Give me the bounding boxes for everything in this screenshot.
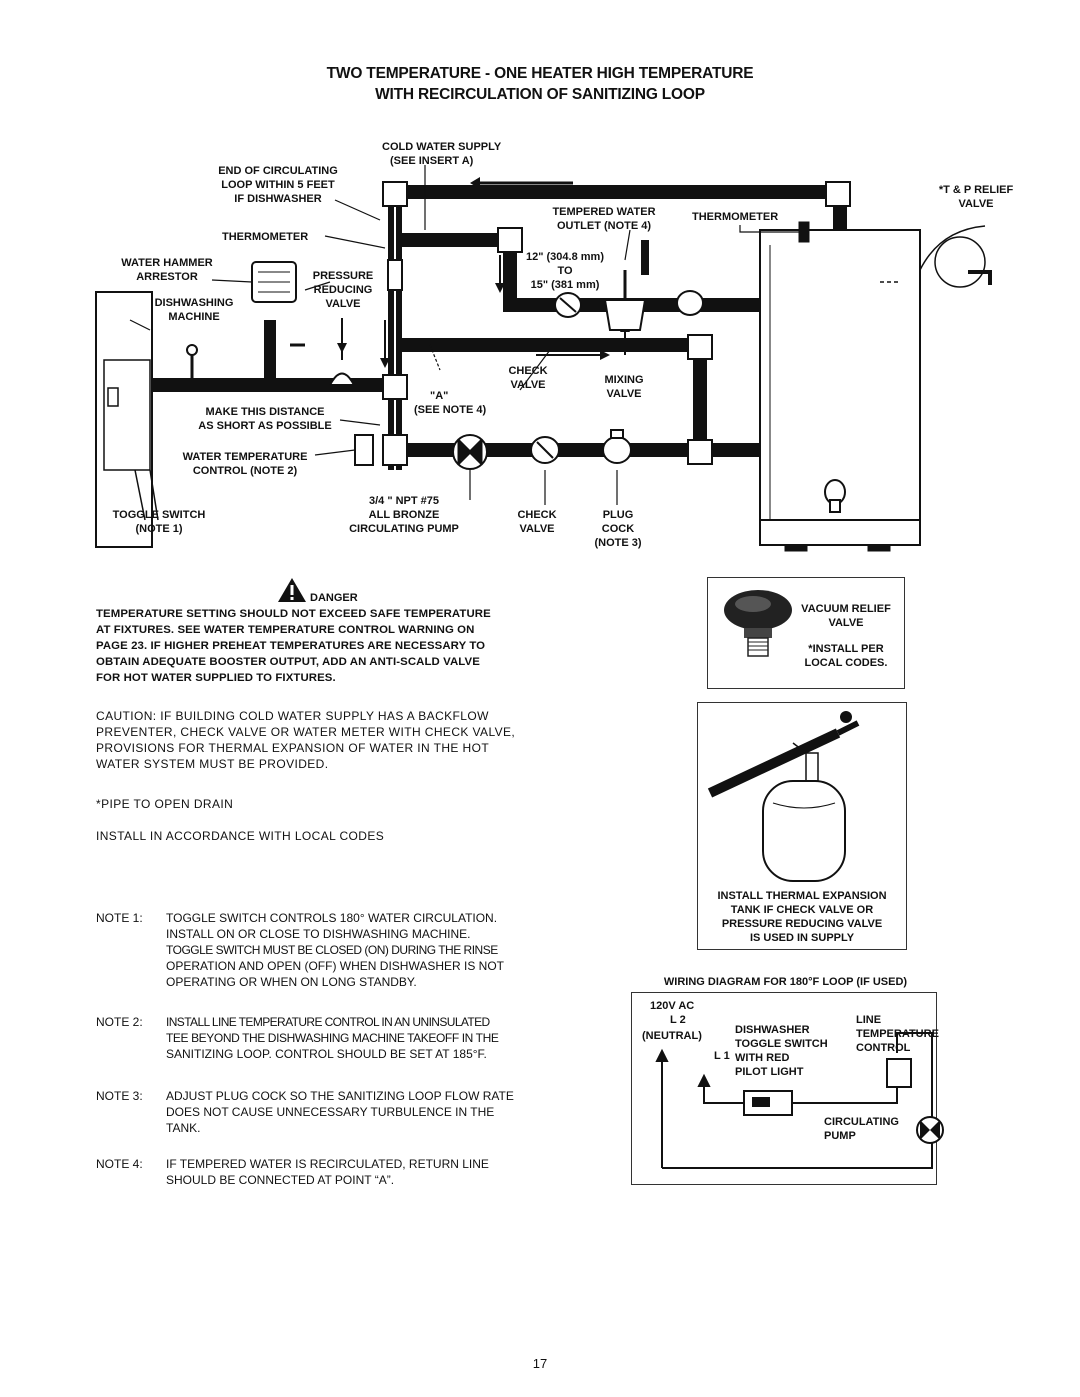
pressure-reducing-valve-label: PRESSURE REDUCING VALVE xyxy=(312,270,374,310)
vacuum-relief-label: VACUUM RELIEF VALVE xyxy=(801,603,891,629)
note-4: NOTE 4: IF TEMPERED WATER IS RECIRCULATE… xyxy=(96,1157,489,1187)
pipe-dimension-label: 12" (304.8 mm) TO 15" (381 mm) xyxy=(526,251,604,291)
point-a-label: "A" xyxy=(430,390,449,402)
wiring-lines xyxy=(655,1032,944,1169)
vacuum-relief-insert: VACUUM RELIEF VALVE *INSTALL PER LOCAL C… xyxy=(707,577,905,689)
danger-icon xyxy=(278,578,306,602)
wiring-neutral-label: (NEUTRAL) xyxy=(642,1030,702,1042)
caution-text: CAUTION: IF BUILDING COLD WATER SUPPLY H… xyxy=(96,709,516,771)
pipe-drain-note: *PIPE TO OPEN DRAIN xyxy=(96,797,234,811)
wiring-pump-label: CIRCULATING PUMP xyxy=(824,1116,899,1142)
plumbing-diagram xyxy=(95,165,992,552)
toggle-switch-label: TOGGLE SWITCH (NOTE 1) xyxy=(112,509,206,535)
wiring-l2-label: L 2 xyxy=(670,1014,686,1026)
see-note-4-label: (SEE NOTE 4) xyxy=(414,404,487,416)
expansion-tank-icon xyxy=(707,711,860,882)
cold-water-supply-label: COLD WATER SUPPLY xyxy=(382,141,502,153)
water-temperature-control-label: WATER TEMPERATURE CONTROL (NOTE 2) xyxy=(182,451,308,477)
tp-relief-valve-label: *T & P RELIEF VALVE xyxy=(938,184,1014,210)
dishwasher-switch-label: DISHWASHER TOGGLE SWITCH WITH RED PILOT … xyxy=(735,1024,828,1078)
note-2: NOTE 2: INSTALL LINE TEMPERATURE CONTROL… xyxy=(96,1015,499,1061)
thermometer-right-label: THERMOMETER xyxy=(692,211,779,223)
expansion-tank-insert: INSTALL THERMAL EXPANSION TANK IF CHECK … xyxy=(697,702,907,950)
make-distance-label: MAKE THIS DISTANCE AS SHORT AS POSSIBLE xyxy=(198,406,332,432)
page-subtitle: WITH RECIRCULATION OF SANITIZING LOOP xyxy=(375,86,705,103)
danger-label: DANGER xyxy=(310,592,358,604)
vacuum-relief-valve-icon xyxy=(724,590,792,657)
check-valve-upper-label: CHECK VALVE xyxy=(508,365,548,391)
thermometer-left-label: THERMOMETER xyxy=(222,231,309,243)
install-note: INSTALL IN ACCORDANCE WITH LOCAL CODES xyxy=(96,829,385,843)
wiring-diagram: 120V AC L 2 (NEUTRAL) L 1 DISHWASHER TOG… xyxy=(631,992,944,1185)
wiring-supply-label: 120V AC xyxy=(650,1000,695,1012)
end-of-loop-label: END OF CIRCULATING LOOP WITHIN 5 FEET IF… xyxy=(218,165,338,205)
line-temperature-control-label: LINE TEMPERATURE CONTROL xyxy=(856,1014,939,1054)
wiring-l1-label: L 1 xyxy=(714,1050,730,1062)
install-per-label: *INSTALL PER LOCAL CODES. xyxy=(804,643,888,669)
tempered-water-outlet-label: TEMPERED WATER OUTLET (NOTE 4) xyxy=(552,206,656,232)
check-valve-lower-label: CHECK VALVE xyxy=(517,509,557,535)
see-insert-a-label: (SEE INSERT A) xyxy=(390,155,474,167)
circulating-pump-label: 3/4 " NPT #75 ALL BRONZE CIRCULATING PUM… xyxy=(349,495,459,535)
dishwashing-machine-label: DISHWASHING MACHINE xyxy=(154,297,234,323)
note-1: NOTE 1: TOGGLE SWITCH CONTROLS 180° WATE… xyxy=(96,911,505,989)
page-number: 17 xyxy=(532,1356,548,1371)
wiring-diagram-title: WIRING DIAGRAM FOR 180°F LOOP (IF USED) xyxy=(663,976,908,988)
plug-cock-label: PLUG COCK (NOTE 3) xyxy=(594,509,642,549)
danger-text: TEMPERATURE SETTING SHOULD NOT EXCEED SA… xyxy=(96,608,491,684)
water-hammer-arrestor-label: WATER HAMMER ARRESTOR xyxy=(121,257,213,283)
expansion-tank-label: INSTALL THERMAL EXPANSION TANK IF CHECK … xyxy=(717,890,887,944)
note-3: NOTE 3: ADJUST PLUG COCK SO THE SANITIZI… xyxy=(96,1089,514,1135)
mixing-valve-label: MIXING VALVE xyxy=(604,374,644,400)
page-title: TWO TEMPERATURE - ONE HEATER HIGH TEMPER… xyxy=(326,65,754,82)
